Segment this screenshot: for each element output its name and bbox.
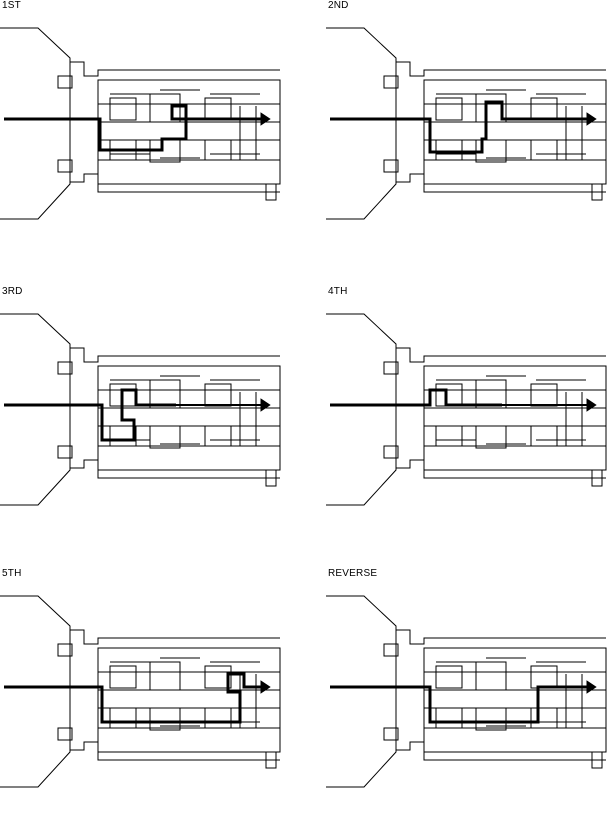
panel-3rd: 3RD bbox=[0, 286, 285, 536]
housing-outline bbox=[326, 595, 607, 788]
housing-outline bbox=[0, 313, 281, 506]
power-flow-path bbox=[424, 388, 597, 412]
power-flow-path bbox=[98, 672, 271, 724]
transmission-diagram-5th bbox=[0, 595, 281, 788]
transmission-diagram-reverse bbox=[326, 595, 607, 788]
panel-2nd: 2ND bbox=[326, 0, 611, 250]
panel-reverse: REVERSE bbox=[326, 568, 611, 818]
panel-label-3rd: 3RD bbox=[2, 286, 23, 297]
transmission-diagram-4th bbox=[326, 313, 607, 506]
panel-label-2nd: 2ND bbox=[328, 0, 349, 11]
housing-outline bbox=[326, 27, 607, 220]
housing-outline bbox=[0, 27, 281, 220]
panel-4th: 4TH bbox=[326, 286, 611, 536]
panel-label-4th: 4TH bbox=[328, 286, 348, 297]
housing-outline bbox=[326, 313, 607, 506]
panel-label-reverse: REVERSE bbox=[328, 568, 378, 579]
panel-5th: 5TH bbox=[0, 568, 285, 818]
panel-1st: 1ST bbox=[0, 0, 285, 250]
transmission-diagram-2nd bbox=[326, 27, 607, 220]
panel-label-5th: 5TH bbox=[2, 568, 22, 579]
housing-outline bbox=[0, 595, 281, 788]
transmission-diagram-3rd bbox=[0, 313, 281, 506]
power-flow-path bbox=[98, 388, 271, 442]
power-flow-path bbox=[424, 680, 597, 724]
panel-label-1st: 1ST bbox=[2, 0, 21, 11]
power-flow-path bbox=[424, 100, 597, 154]
power-flow-path bbox=[98, 104, 271, 152]
transmission-diagram-1st bbox=[0, 27, 281, 220]
